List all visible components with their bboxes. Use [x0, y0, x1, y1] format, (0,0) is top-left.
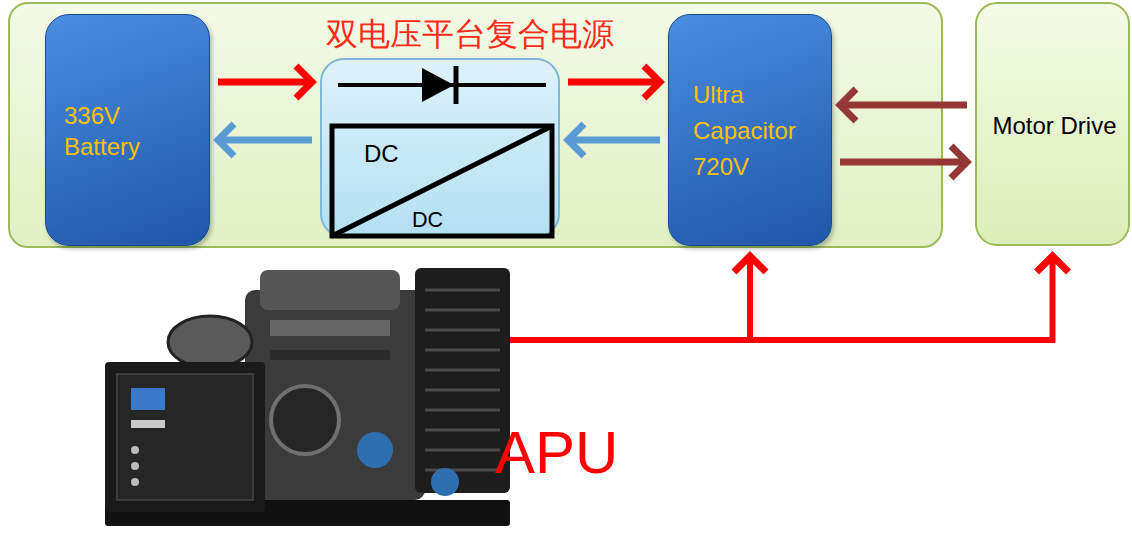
generator-illustration	[95, 250, 625, 532]
engine-filter	[357, 432, 393, 468]
radiator-grill	[425, 290, 500, 470]
text-holder: APU	[495, 418, 618, 487]
switch	[131, 462, 139, 470]
converter-label: DC	[364, 138, 399, 169]
text-holder: 双电压平台复合电源	[310, 12, 630, 58]
battery-label: 336V Battery	[64, 100, 193, 162]
switch	[131, 478, 139, 486]
converter-box: DC DC	[320, 58, 560, 238]
text-holder: Ultra Capacitor 720V	[669, 15, 833, 247]
air-intake	[168, 316, 252, 368]
panel-title: 双电压平台复合电源	[326, 14, 614, 56]
arrow-head	[1037, 256, 1069, 272]
flow-arrow	[625, 256, 766, 340]
ultracapacitor-label: Ultra Capacitor 720V	[693, 77, 805, 185]
display	[131, 388, 165, 410]
control-box	[105, 362, 265, 512]
converter-label: DC	[412, 206, 443, 234]
motor-drive-box: Motor Drive	[975, 2, 1130, 246]
output-cable	[507, 337, 625, 343]
arrow-head	[951, 146, 967, 178]
text-holder: DC	[364, 138, 399, 169]
control-panel	[117, 374, 253, 500]
coolant-filter	[431, 468, 459, 496]
dcdc-diagonal	[332, 126, 552, 236]
battery-box: 336V Battery	[45, 14, 210, 246]
text-holder: DC	[412, 206, 443, 234]
text-holder: Motor Drive	[977, 4, 1132, 248]
ultracapacitor-box: Ultra Capacitor 720V	[668, 14, 832, 246]
apu-label: APU	[495, 418, 618, 487]
engine-pulley	[271, 386, 339, 454]
engine-detail	[270, 320, 390, 336]
engine-block	[245, 290, 425, 500]
arrow-shaft	[625, 260, 750, 340]
switch	[131, 446, 139, 454]
engine-detail	[270, 350, 390, 360]
diode-symbol	[422, 68, 454, 102]
system-panel: 双电压平台复合电源 336V Battery DC DC Ultra Capacito…	[8, 2, 943, 248]
arrow-head	[734, 256, 766, 272]
text-holder: 336V Battery	[46, 15, 211, 247]
arrow-shaft	[625, 260, 1053, 340]
motor-drive-label: Motor Drive	[992, 110, 1116, 141]
diode-bar	[454, 66, 459, 104]
cylinder-head	[260, 270, 400, 310]
display-plate	[131, 420, 165, 428]
apu-unit: APU	[95, 250, 625, 532]
flow-arrow	[625, 256, 1069, 340]
dcdc-square	[332, 126, 552, 236]
